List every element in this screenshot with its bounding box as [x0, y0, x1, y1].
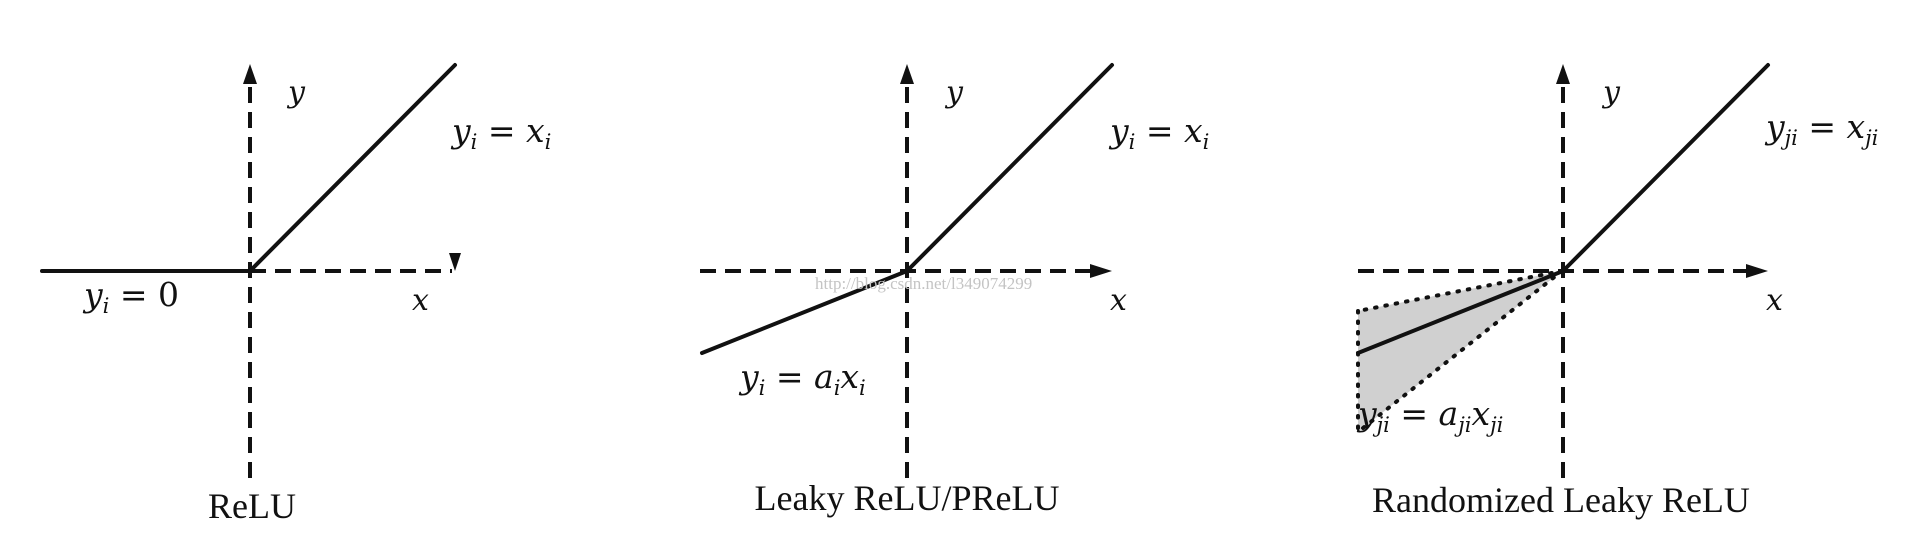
rrelu-y-axis-arrowhead: [1556, 64, 1570, 84]
leaky-positive-line: [905, 63, 1114, 273]
watermark: http://blog.csdn.net/l349074299: [815, 274, 1032, 293]
relu-right-equation: yi = xi: [450, 111, 551, 154]
panel-leaky-relu: http://blog.csdn.net/l349074299 y x yi =…: [700, 63, 1209, 518]
rrelu-caption: Randomized Leaky ReLU: [1372, 480, 1750, 520]
rrelu-lower-bound-line: [1356, 269, 1564, 434]
leaky-y-axis-label: y: [944, 75, 964, 110]
leaky-negative-line: [700, 269, 909, 355]
leaky-x-axis-label: x: [1110, 283, 1127, 318]
panel-relu: y x yi = xi yi = 0 ReLU: [40, 63, 551, 526]
rrelu-right-equation: yji = xji: [1764, 107, 1878, 150]
relu-positive-line: [248, 63, 457, 273]
rrelu-x-axis-arrowhead: [1746, 264, 1768, 278]
relu-caption: ReLU: [208, 486, 296, 526]
relu-x-axis-arrowhead: [449, 253, 461, 271]
rrelu-x-axis-label: x: [1766, 283, 1783, 318]
relu-x-axis-label: x: [412, 283, 429, 318]
leaky-x-axis-arrowhead: [1090, 264, 1112, 278]
leaky-left-equation: yi = aixi: [738, 357, 866, 400]
relu-y-axis-arrowhead: [243, 64, 257, 84]
rrelu-negative-line: [1356, 269, 1565, 355]
rrelu-upper-bound-line: [1356, 269, 1564, 313]
rrelu-y-axis-label: y: [1601, 75, 1621, 110]
panel-randomized-leaky-relu: y x yji = xji yji = ajixji Randomized Le…: [1356, 63, 1878, 520]
leaky-caption: Leaky ReLU/PReLU: [755, 478, 1060, 518]
rrelu-positive-line: [1561, 63, 1770, 273]
relu-y-axis-label: y: [286, 75, 306, 110]
leaky-y-axis-arrowhead: [900, 64, 914, 84]
leaky-right-equation: yi = xi: [1108, 111, 1209, 154]
rrelu-left-equation: yji = ajixji: [1356, 394, 1503, 437]
relu-left-equation: yi = 0: [82, 275, 179, 318]
